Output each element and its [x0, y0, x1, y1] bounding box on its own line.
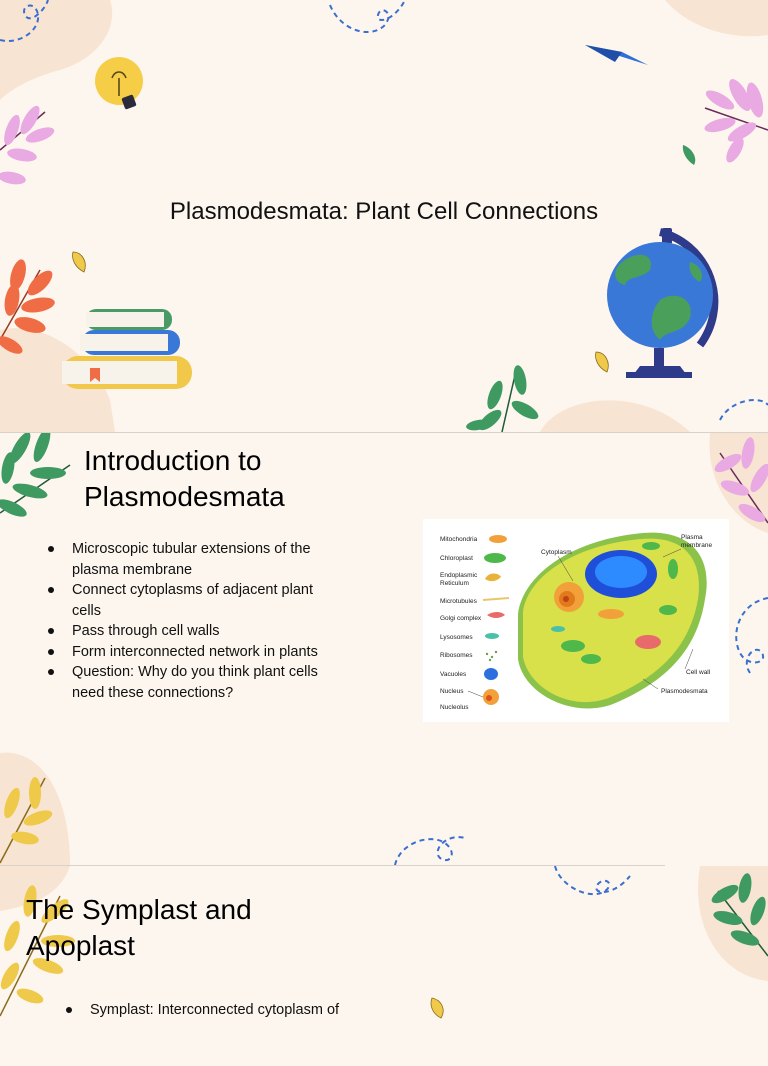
- light-bulb-icon: [95, 57, 143, 110]
- section-heading: Introduction to Plasmodesmata: [84, 443, 285, 515]
- bullet-item: Connect cytoplasms of adjacent plant cel…: [48, 580, 342, 621]
- vacuole-icon: [484, 668, 498, 680]
- small-yellow-leaf-icon: [72, 251, 86, 273]
- bullet-item: Microscopic tubular extensions of the pl…: [48, 539, 342, 580]
- plant-cell-illustration: Mitochondria Chloroplast Endoplasmic Ret…: [440, 532, 712, 711]
- yellow-leaves-left: [0, 885, 75, 1017]
- diagram-label: Microtubules: [440, 598, 478, 605]
- bullet-list: Microscopic tubular extensions of the pl…: [48, 539, 342, 703]
- slide-divider: [0, 432, 768, 433]
- svg-text:membrane: membrane: [681, 542, 712, 549]
- diagram-label: Cytoplasm: [541, 549, 572, 556]
- intro-slide-decorations: [0, 433, 768, 865]
- small-leaf-icon: [682, 145, 696, 165]
- svg-text:Microtubules: Microtubules: [440, 598, 478, 605]
- ribosomes-icon: [485, 650, 498, 662]
- diagram-label: Chloroplast: [440, 555, 473, 562]
- diagram-label: Golgi complex: [440, 615, 482, 622]
- bullet-list: Symplast: Interconnected cytoplasm of: [66, 1000, 390, 1021]
- golgi-icon: [487, 612, 505, 618]
- section-heading: The Symplast and Apoplast: [26, 892, 252, 964]
- svg-text:Cytoplasm: Cytoplasm: [541, 549, 572, 556]
- svg-text:Lysosomes: Lysosomes: [440, 634, 473, 641]
- diagram-label: Cell wall: [686, 669, 711, 676]
- small-yellow-leaf-icon: [595, 351, 609, 373]
- plant-cell-diagram: Mitochondria Chloroplast Endoplasmic Ret…: [423, 519, 729, 722]
- bullet-item: Pass through cell walls: [48, 621, 342, 642]
- slide-title: Plasmodesmata: Plant Cell Connections: [169, 198, 599, 225]
- pink-leaves-right: [714, 437, 768, 524]
- diagram-label: Reticulum: [440, 580, 469, 587]
- blob-bottom-right: [540, 400, 690, 432]
- dashed-line-bottom-center: [394, 836, 466, 865]
- intro-slide: Introduction to Plasmodesmata Microscopi…: [0, 433, 768, 865]
- title-slide-decorations: [0, 0, 768, 432]
- diagram-label: Endoplasmic: [440, 572, 478, 579]
- globe-icon: [607, 228, 719, 378]
- blob-bottom-left: [0, 328, 115, 432]
- green-leaves-bottom: [466, 365, 539, 432]
- svg-text:Endoplasmic: Endoplasmic: [440, 572, 478, 579]
- chloroplast-icon: [484, 553, 506, 563]
- heading-line: Introduction to: [84, 445, 262, 476]
- svg-text:Chloroplast: Chloroplast: [440, 555, 473, 562]
- green-leaves-right: [711, 873, 768, 957]
- svg-text:Nucleolus: Nucleolus: [440, 704, 469, 711]
- cell-body: [518, 532, 707, 709]
- svg-text:Ribosomes: Ribosomes: [440, 652, 473, 659]
- diagram-label: Mitochondria: [440, 536, 478, 543]
- dashed-line-top-right: [554, 866, 631, 896]
- books-stack-icon: [62, 309, 192, 389]
- lysosomes-icon: [485, 633, 499, 639]
- blob-top-right: [665, 0, 768, 37]
- microtubules-icon: [482, 597, 510, 601]
- small-yellow-leaf-icon: [430, 997, 444, 1019]
- svg-text:Nucleus: Nucleus: [440, 688, 464, 695]
- svg-text:Golgi complex: Golgi complex: [440, 615, 482, 622]
- dashed-line-bottom-right: [719, 399, 768, 421]
- pink-leaves-left: [0, 105, 55, 185]
- bullet-item: Form interconnected network in plants: [48, 642, 342, 663]
- svg-text:Cell wall: Cell wall: [686, 669, 711, 676]
- symplast-slide: The Symplast and Apoplast Symplast: Inte…: [0, 866, 768, 1066]
- dashed-line-top-center: [329, 0, 406, 34]
- svg-text:Mitochondria: Mitochondria: [440, 536, 478, 543]
- heading-line: Plasmodesmata: [84, 481, 285, 512]
- svg-text:Vacuoles: Vacuoles: [440, 671, 467, 678]
- yellow-leaves-bottom-left: [0, 777, 53, 864]
- symplast-slide-decorations: [0, 866, 768, 1019]
- diagram-label: Plasmodesmata: [661, 688, 708, 695]
- bullet-item: Symplast: Interconnected cytoplasm of: [66, 1000, 390, 1021]
- svg-text:Plasmodesmata: Plasmodesmata: [661, 688, 708, 695]
- diagram-label: Nucleolus: [440, 704, 469, 711]
- diagram-label: Nucleus: [440, 688, 464, 695]
- diagram-label: Ribosomes: [440, 652, 473, 659]
- er-icon: [485, 573, 501, 582]
- orange-leaves-left: [0, 259, 55, 354]
- diagram-label: Lysosomes: [440, 634, 473, 641]
- heading-line: The Symplast and: [26, 894, 252, 925]
- svg-text:Plasma: Plasma: [681, 534, 703, 541]
- svg-text:Reticulum: Reticulum: [440, 580, 469, 587]
- blob-top-left: [0, 0, 113, 100]
- heading-line: Apoplast: [26, 930, 135, 961]
- mitochondria-icon: [489, 535, 507, 543]
- title-slide: Plasmodesmata: Plant Cell Connections: [0, 0, 768, 432]
- bullet-item: Question: Why do you think plant cells n…: [48, 662, 342, 703]
- slide-divider: [0, 865, 665, 866]
- pink-leaves-top-right: [704, 79, 768, 163]
- diagram-label: Vacuoles: [440, 671, 467, 678]
- green-leaves-top-left: [0, 433, 71, 517]
- diagram-label: membrane: [681, 542, 712, 549]
- paper-plane-icon: [585, 45, 648, 65]
- dashed-line-top-left: [0, 0, 49, 42]
- diagram-label: Plasma: [681, 534, 703, 541]
- dashed-line-right: [735, 597, 768, 674]
